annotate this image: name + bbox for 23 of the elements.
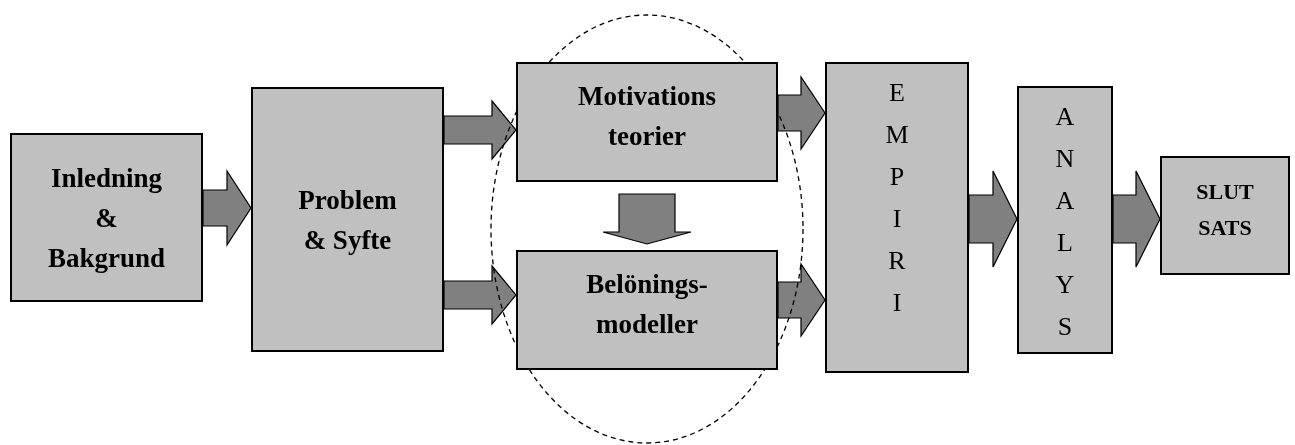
box-label: Problem & Syfte <box>297 183 398 257</box>
block-arrow <box>777 262 826 338</box>
process-box <box>825 62 969 373</box>
process-box <box>1160 156 1290 275</box>
box-label: E M P I R I <box>884 77 910 319</box>
box-label: A N A L Y S <box>1054 101 1076 343</box>
block-arrow <box>968 170 1018 268</box>
block-arrow <box>1112 170 1161 268</box>
process-box <box>1017 86 1113 354</box>
box-label: Belönings- modeller <box>585 268 709 341</box>
process-box <box>516 62 778 182</box>
block-arrow <box>202 168 252 248</box>
block-arrow <box>777 75 826 151</box>
block-arrow <box>443 264 517 326</box>
block-arrow <box>443 99 517 161</box>
process-box <box>10 133 203 302</box>
box-label: Motivations teorier <box>577 80 717 153</box>
box-label: SLUT SATS <box>1195 178 1255 242</box>
process-box <box>251 87 444 352</box>
dashed-ellipse <box>490 14 804 444</box>
block-arrow <box>602 193 692 245</box>
box-label: Inledning & Bakgrund <box>46 161 167 275</box>
process-box <box>516 250 778 370</box>
